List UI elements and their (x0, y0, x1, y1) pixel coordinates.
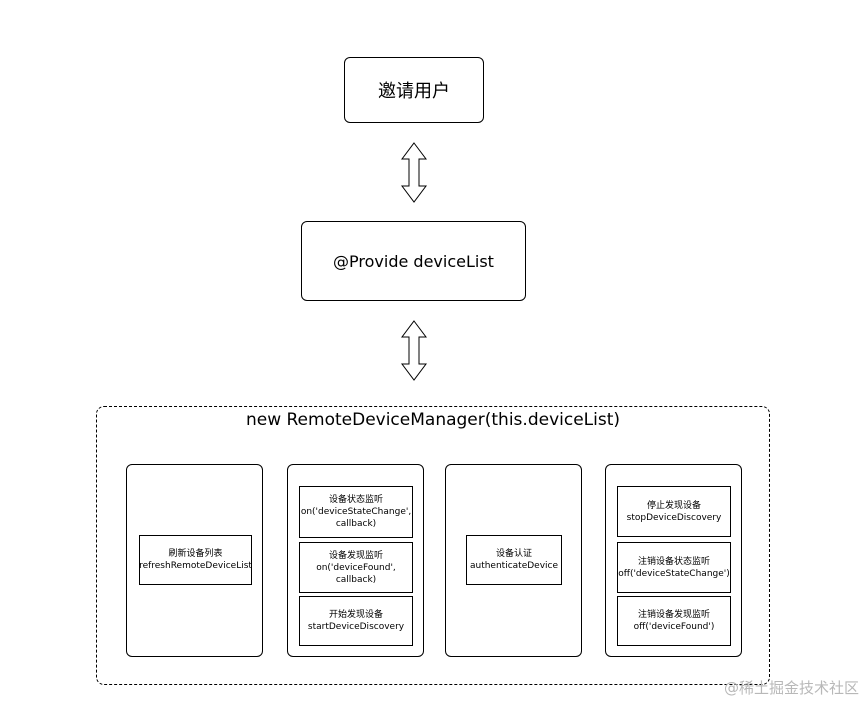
provide-device-list-box: @Provide deviceList (301, 221, 526, 301)
provide-device-list-label: @Provide deviceList (333, 251, 494, 271)
authenticate-device-method: authenticateDevice (469, 561, 559, 571)
unregister-found-listener-box: 注销设备发现监听 off('deviceFound') (617, 596, 731, 646)
stop-discovery-box: 停止发现设备 stopDeviceDiscovery (617, 486, 731, 537)
device-state-listener-callback: callback) (335, 519, 377, 529)
unregister-state-listener-box: 注销设备状态监听 off('deviceStateChange') (617, 542, 731, 593)
device-state-listener-cn: 设备状态监听 (328, 495, 383, 505)
device-state-listener-box: 设备状态监听 on('deviceStateChange', callback) (299, 486, 413, 538)
unregister-state-listener-cn: 注销设备状态监听 (637, 556, 710, 567)
double-arrow-bottom (401, 320, 427, 381)
unregister-found-listener-cn: 注销设备发现监听 (637, 610, 710, 620)
device-found-listener-callback: callback) (335, 574, 377, 585)
double-arrow-top (401, 142, 427, 203)
refresh-device-list-box: 刷新设备列表 refreshRemoteDeviceList (139, 535, 252, 585)
start-discovery-box: 开始发现设备 startDeviceDiscovery (299, 596, 413, 646)
authenticate-device-cn: 设备认证 (495, 549, 532, 559)
device-found-listener-method: on('deviceFound', (316, 562, 396, 573)
start-discovery-method: startDeviceDiscovery (307, 622, 405, 632)
unregister-found-listener-method: off('deviceFound') (633, 622, 715, 632)
unregister-state-listener-method: off('deviceStateChange') (618, 568, 730, 579)
stop-discovery-cn: 停止发现设备 (646, 500, 701, 511)
remote-device-manager-title: new RemoteDeviceManager(this.deviceList) (245, 410, 621, 430)
refresh-device-list-method: refreshRemoteDeviceList (139, 561, 252, 571)
watermark: @稀土掘金技术社区 (723, 679, 859, 697)
start-discovery-cn: 开始发现设备 (328, 610, 383, 620)
authenticate-device-box: 设备认证 authenticateDevice (466, 535, 562, 585)
remote-device-manager-container (96, 406, 770, 685)
invite-user-box: 邀请用户 (344, 57, 484, 123)
device-found-listener-cn: 设备发现监听 (328, 550, 383, 561)
invite-user-label: 邀请用户 (378, 81, 450, 102)
stop-discovery-method: stopDeviceDiscovery (626, 512, 722, 523)
refresh-device-list-cn: 刷新设备列表 (168, 549, 223, 559)
device-state-listener-method: on('deviceStateChange', (300, 507, 412, 517)
device-found-listener-box: 设备发现监听 on('deviceFound', callback) (299, 542, 413, 593)
